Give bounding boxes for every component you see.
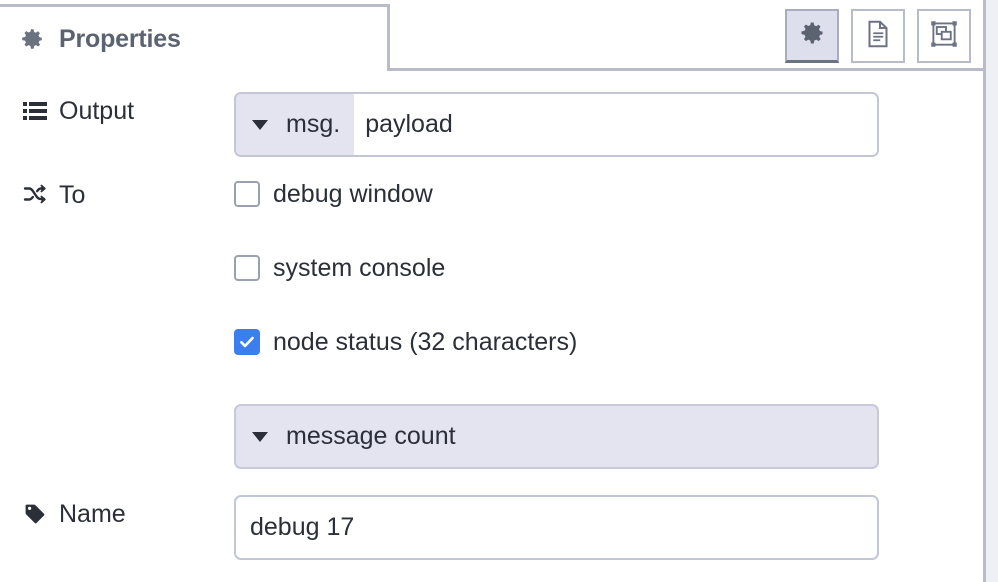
gear-icon (19, 26, 45, 52)
output-type-label: msg. (286, 110, 341, 138)
status-type-select[interactable]: message count (234, 404, 879, 469)
shuffle-icon (22, 183, 48, 207)
tag-icon (22, 502, 48, 526)
list-icon (22, 99, 48, 123)
output-label-text: Output (59, 96, 135, 125)
output-property-input[interactable]: payload (354, 94, 877, 155)
name-input[interactable]: debug 17 (234, 495, 879, 560)
to-options-group: debug window system console node status … (234, 176, 983, 469)
description-tool-button[interactable] (851, 9, 905, 63)
checkbox-system-console-box[interactable] (234, 255, 260, 281)
checkbox-node-status[interactable]: node status (32 characters) (234, 326, 577, 358)
properties-form: Output msg. payload (0, 71, 983, 582)
name-label-text: Name (59, 499, 126, 528)
to-label: To (0, 176, 234, 214)
document-icon (864, 19, 892, 54)
output-typed-input[interactable]: msg. payload (234, 92, 879, 157)
checkbox-system-console[interactable]: system console (234, 252, 445, 284)
status-type-wrap: message count (234, 404, 983, 469)
checkbox-debug-window-label: debug window (273, 179, 433, 208)
output-type-selector[interactable]: msg. (236, 94, 355, 155)
tab-strip: Properties (0, 0, 983, 71)
tab-properties-label: Properties (59, 24, 181, 53)
status-type-value: message count (286, 422, 456, 450)
gear-icon (798, 19, 826, 52)
properties-tool-button[interactable] (785, 9, 839, 63)
chevron-down-icon (252, 119, 268, 130)
name-field-wrap: debug 17 (234, 495, 983, 560)
form-row-to: To debug window system console (0, 176, 983, 469)
name-label: Name (0, 495, 234, 533)
tab-properties[interactable]: Properties (0, 4, 390, 71)
flow-canvas-edge (983, 0, 998, 582)
appearance-icon (929, 19, 959, 54)
tab-strip-divider (0, 68, 983, 71)
checkbox-system-console-label: system console (273, 253, 446, 282)
checkbox-node-status-box[interactable] (234, 329, 260, 355)
to-label-text: To (59, 180, 86, 209)
checkbox-debug-window-box[interactable] (234, 181, 260, 207)
output-label: Output (0, 92, 234, 130)
form-row-name: Name debug 17 (0, 495, 983, 560)
output-field-wrap: msg. payload (234, 92, 983, 157)
checkbox-debug-window[interactable]: debug window (234, 178, 433, 210)
panel-tool-buttons (785, 9, 971, 63)
form-row-output: Output msg. payload (0, 92, 983, 157)
chevron-down-icon (252, 431, 268, 442)
checkbox-node-status-label: node status (32 characters) (273, 327, 578, 356)
appearance-tool-button[interactable] (917, 9, 971, 63)
